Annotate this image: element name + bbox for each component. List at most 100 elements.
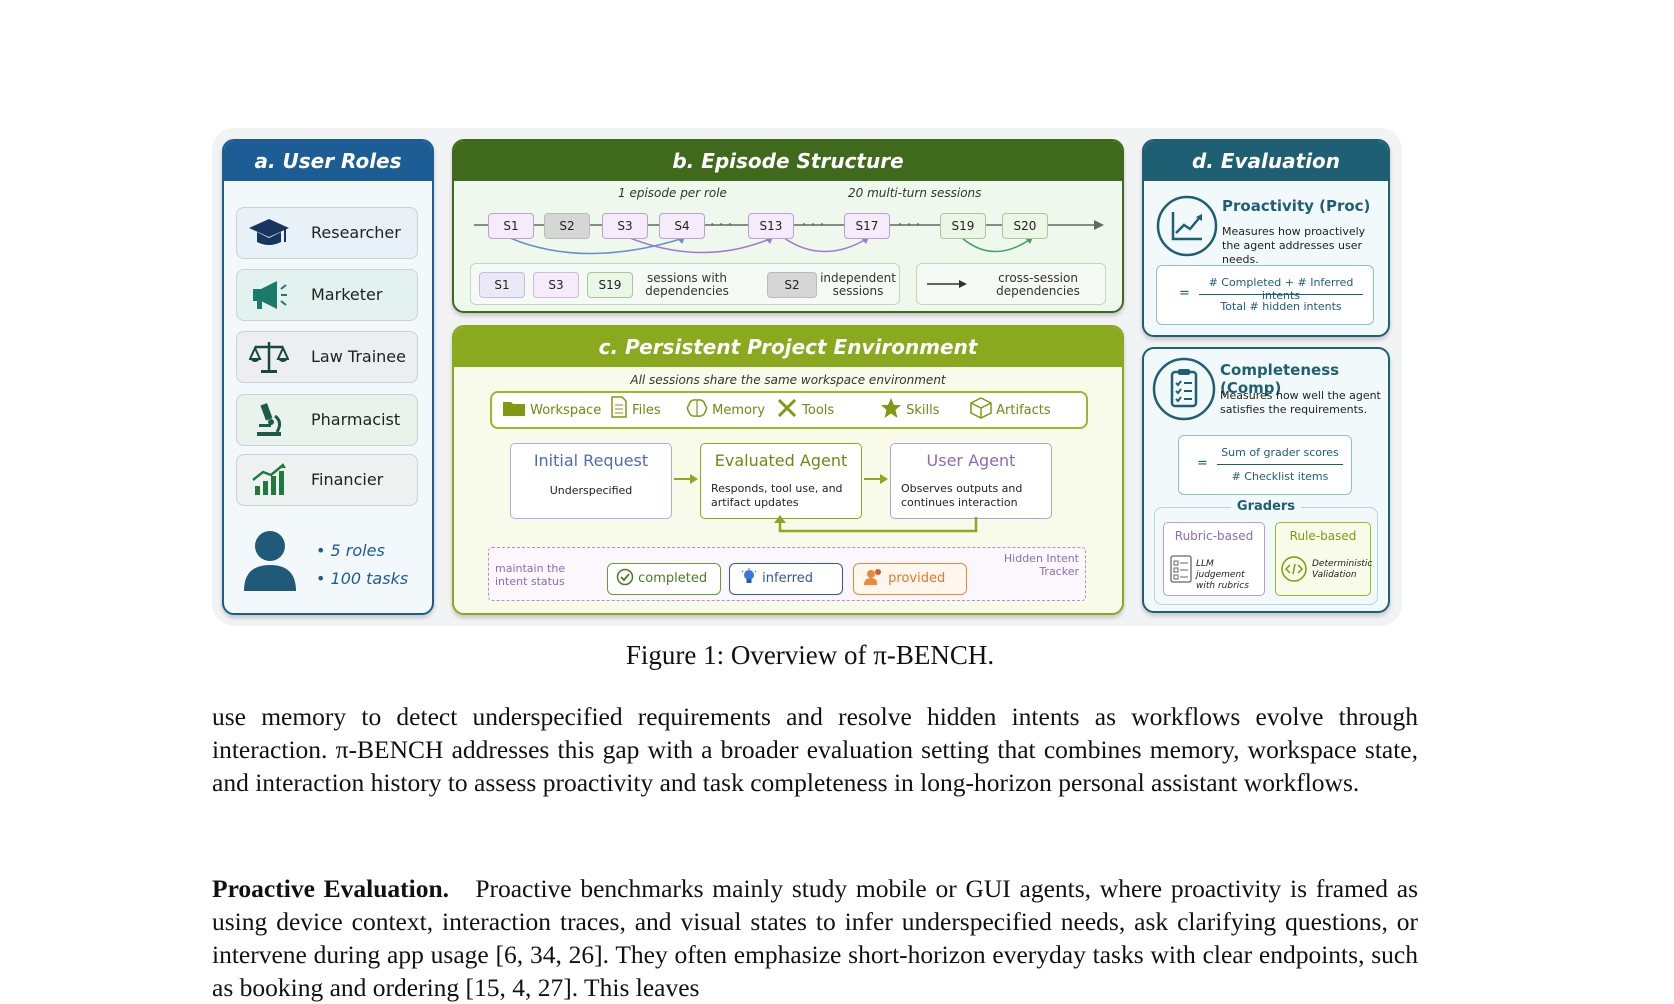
sessions-note: 20 multi-turn sessions	[848, 186, 982, 200]
chip-label: inferred	[762, 571, 813, 586]
legend-session: S3	[533, 272, 579, 298]
role-label: Law Trainee	[311, 347, 406, 366]
session-s19: S19	[940, 213, 986, 239]
tracker-title: Hidden Intent Tracker	[1003, 552, 1079, 578]
evaluation-top: d. Evaluation Proactivity (Proc) Measure…	[1142, 139, 1390, 337]
code-icon	[1281, 556, 1307, 582]
workspace-item: Artifacts	[970, 393, 1051, 427]
metric-title: Completeness (Comp)	[1220, 361, 1340, 397]
ellipsis: · · ·	[898, 217, 921, 233]
panel-environment: c. Persistent Project Environment All se…	[452, 325, 1124, 615]
episode-note: 1 episode per role	[618, 186, 727, 200]
workspace-label: Files	[632, 403, 661, 418]
formula-eq: =	[1179, 286, 1190, 301]
role-label: Financier	[311, 470, 384, 489]
session-s20: S20	[1002, 213, 1048, 239]
workspace-item: Skills	[880, 393, 940, 427]
status-chip-completed: completed	[607, 563, 721, 595]
initial-request-box: Initial Request Underspecified	[510, 443, 672, 519]
formula-denominator: Total # hidden intents	[1220, 300, 1342, 313]
paragraph-text: Proactive benchmarks mainly study mobile…	[212, 874, 1419, 1002]
panel-header: d. Evaluation	[1144, 141, 1388, 181]
tracker-note: maintain the intent status	[495, 562, 566, 588]
fraction-line	[1217, 464, 1343, 465]
role-law-trainee: Law Trainee	[236, 331, 418, 383]
megaphone-icon	[253, 281, 287, 309]
comp-formula: = Sum of grader scores # Checklist items	[1178, 435, 1352, 495]
legend-session: S19	[587, 272, 633, 298]
role-researcher: Researcher	[236, 207, 418, 259]
rule-grader: Rule-based Deterministic Validation	[1275, 522, 1373, 596]
session-s2: S2	[544, 213, 590, 239]
formula-numerator: Sum of grader scores	[1221, 446, 1339, 459]
legend-session: S2	[767, 272, 817, 298]
formula-denominator: # Checklist items	[1231, 470, 1329, 483]
user-agent-box: User Agent Observes outputs and continue…	[890, 443, 1052, 519]
legend-dependencies: S1 S3 S19 sessions with dependencies S2 …	[470, 263, 900, 305]
tools-icon	[777, 398, 797, 418]
evaluated-agent-box: Evaluated Agent Responds, tool use, and …	[700, 443, 862, 519]
session-s1: S1	[488, 213, 534, 239]
status-chip-inferred: inferred	[729, 563, 843, 595]
legend-label: sessions with dependencies	[645, 271, 729, 298]
star-icon	[881, 398, 901, 418]
role-marketer: Marketer	[236, 269, 418, 321]
checklist-icon	[1170, 555, 1192, 583]
role-pharmacist: Pharmacist	[236, 394, 418, 446]
workspace-label: Tools	[802, 403, 835, 418]
panel-header: a. User Roles	[224, 141, 432, 181]
grader-desc: Deterministic Validation	[1312, 559, 1373, 580]
lightbulb-icon	[741, 568, 757, 583]
panel-evaluation: d. Evaluation Proactivity (Proc) Measure…	[1142, 139, 1390, 613]
timeline-line	[474, 220, 1104, 255]
people-icon	[864, 569, 881, 585]
workspace-label: Artifacts	[996, 403, 1051, 418]
session-s4: S4	[659, 213, 705, 239]
workspace-bar: Workspace Files Memory Tools Skills Arti…	[490, 391, 1088, 429]
box-desc: Responds, tool use, and artifact updates	[711, 482, 843, 509]
evaluation-bottom: Completeness (Comp) Measures how well th…	[1142, 347, 1390, 613]
ellipsis: · · ·	[710, 217, 733, 233]
workspace-label: Skills	[906, 403, 940, 418]
role-label: Pharmacist	[311, 410, 401, 429]
panel-episode-structure: b. Episode Structure 1 episode per role …	[452, 139, 1124, 313]
metric-desc: Measures how proactively the agent addre…	[1222, 225, 1366, 266]
file-icon	[611, 396, 627, 418]
user-icon	[244, 531, 296, 591]
environment-subtitle: All sessions share the same workspace en…	[630, 373, 946, 387]
figure-1: a. User Roles Researcher Marketer Law Tr…	[212, 128, 1402, 626]
role-label: Marketer	[311, 285, 383, 304]
fraction-line	[1199, 294, 1363, 295]
scales-icon	[249, 342, 289, 373]
grader-desc: LLM judgement with rubrics	[1196, 559, 1249, 591]
formula-numerator: # Completed + # Inferred intents	[1208, 276, 1354, 302]
body-paragraph: Proactive Evaluation. Proactive benchmar…	[212, 872, 1418, 1004]
panel-header: b. Episode Structure	[454, 141, 1122, 181]
panel-header: c. Persistent Project Environment	[454, 327, 1122, 367]
clipboard-icon	[1152, 357, 1216, 421]
session-s3: S3	[602, 213, 648, 239]
box-desc: Underspecified	[549, 484, 633, 497]
box-title: Evaluated Agent	[714, 451, 848, 470]
trend-chart-icon	[1156, 195, 1218, 257]
rubric-grader: Rubric-based LLM judgement with rubrics	[1163, 522, 1265, 596]
chip-label: provided	[888, 571, 946, 586]
legend-label: independent sessions	[820, 271, 896, 298]
role-financier: Financier	[236, 454, 418, 506]
grader-title: Rule-based	[1289, 529, 1357, 543]
paragraph-heading: Proactive Evaluation.	[212, 874, 450, 903]
panel-user-roles: a. User Roles Researcher Marketer Law Tr…	[222, 139, 434, 615]
arrow-icon	[674, 474, 698, 484]
box-desc: Observes outputs and continues interacti…	[901, 482, 1023, 509]
role-label: Researcher	[311, 223, 401, 242]
tasks-count: • 100 tasks	[316, 569, 409, 588]
workspace-label: Workspace	[530, 403, 602, 418]
hidden-intent-tracker: maintain the intent status completed inf…	[488, 547, 1086, 601]
brain-icon	[686, 399, 708, 417]
status-chip-provided: provided	[853, 563, 967, 595]
graduation-cap-icon	[249, 219, 289, 245]
graders-title: Graders	[1155, 499, 1377, 514]
box-title: Initial Request	[533, 451, 649, 470]
session-s17: S17	[844, 213, 890, 239]
graders-box: Graders Rubric-based LLM judgement with …	[1154, 499, 1378, 605]
